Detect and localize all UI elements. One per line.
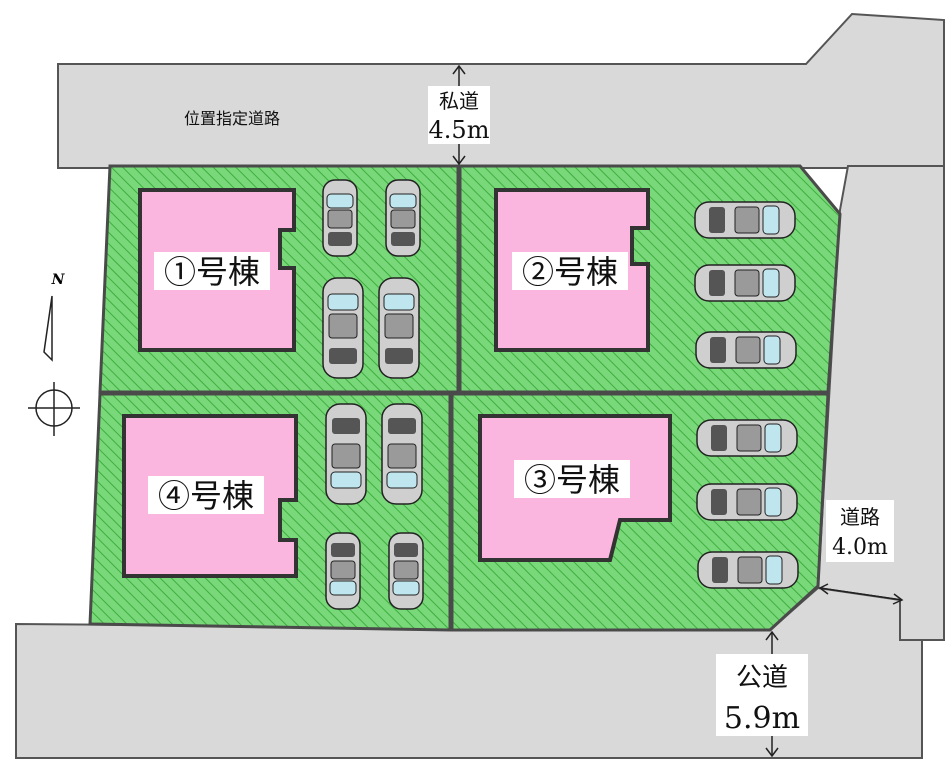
top-road-width: 4.5m [429, 116, 490, 144]
car-icon [696, 419, 798, 457]
car-icon [322, 179, 358, 257]
bottom-road-width: 5.9m [724, 701, 800, 736]
north-arrow-icon: N [28, 272, 80, 436]
house-1-label: ①号棟 [164, 253, 260, 291]
car-icon [325, 403, 367, 505]
car-icon [388, 532, 424, 610]
top-road-note: 位置指定道路 [184, 109, 280, 128]
car-icon [696, 483, 798, 521]
house-2-label: ②号棟 [522, 253, 618, 291]
car-icon [697, 551, 799, 589]
car-icon [325, 532, 361, 610]
car-icon [695, 331, 797, 369]
right-road-type: 道路 [840, 505, 880, 529]
house-1-label-bg [154, 252, 270, 290]
right-road-label-bg [826, 500, 894, 562]
car-icon [694, 201, 796, 239]
house-3-label: ③号棟 [524, 461, 620, 499]
car-icon [378, 277, 420, 379]
car-icon [322, 277, 364, 379]
top-road-label-bg [428, 86, 490, 144]
right-road-dimension [818, 583, 904, 605]
north-label: N [51, 272, 66, 288]
right-road-width: 4.0m [832, 535, 888, 560]
house-4-label: ④号棟 [158, 477, 254, 515]
top-private-road [57, 12, 945, 169]
house-3-label-bg [514, 460, 630, 498]
bottom-road-type: 公道 [736, 663, 788, 693]
bottom-road-label-bg [716, 654, 808, 736]
top-road-type: 私道 [439, 89, 479, 113]
house-4-label-bg [148, 476, 264, 514]
car-icon [694, 264, 796, 302]
house-2-label-bg [512, 252, 628, 290]
car-icon [381, 403, 423, 505]
car-icon [385, 179, 421, 257]
